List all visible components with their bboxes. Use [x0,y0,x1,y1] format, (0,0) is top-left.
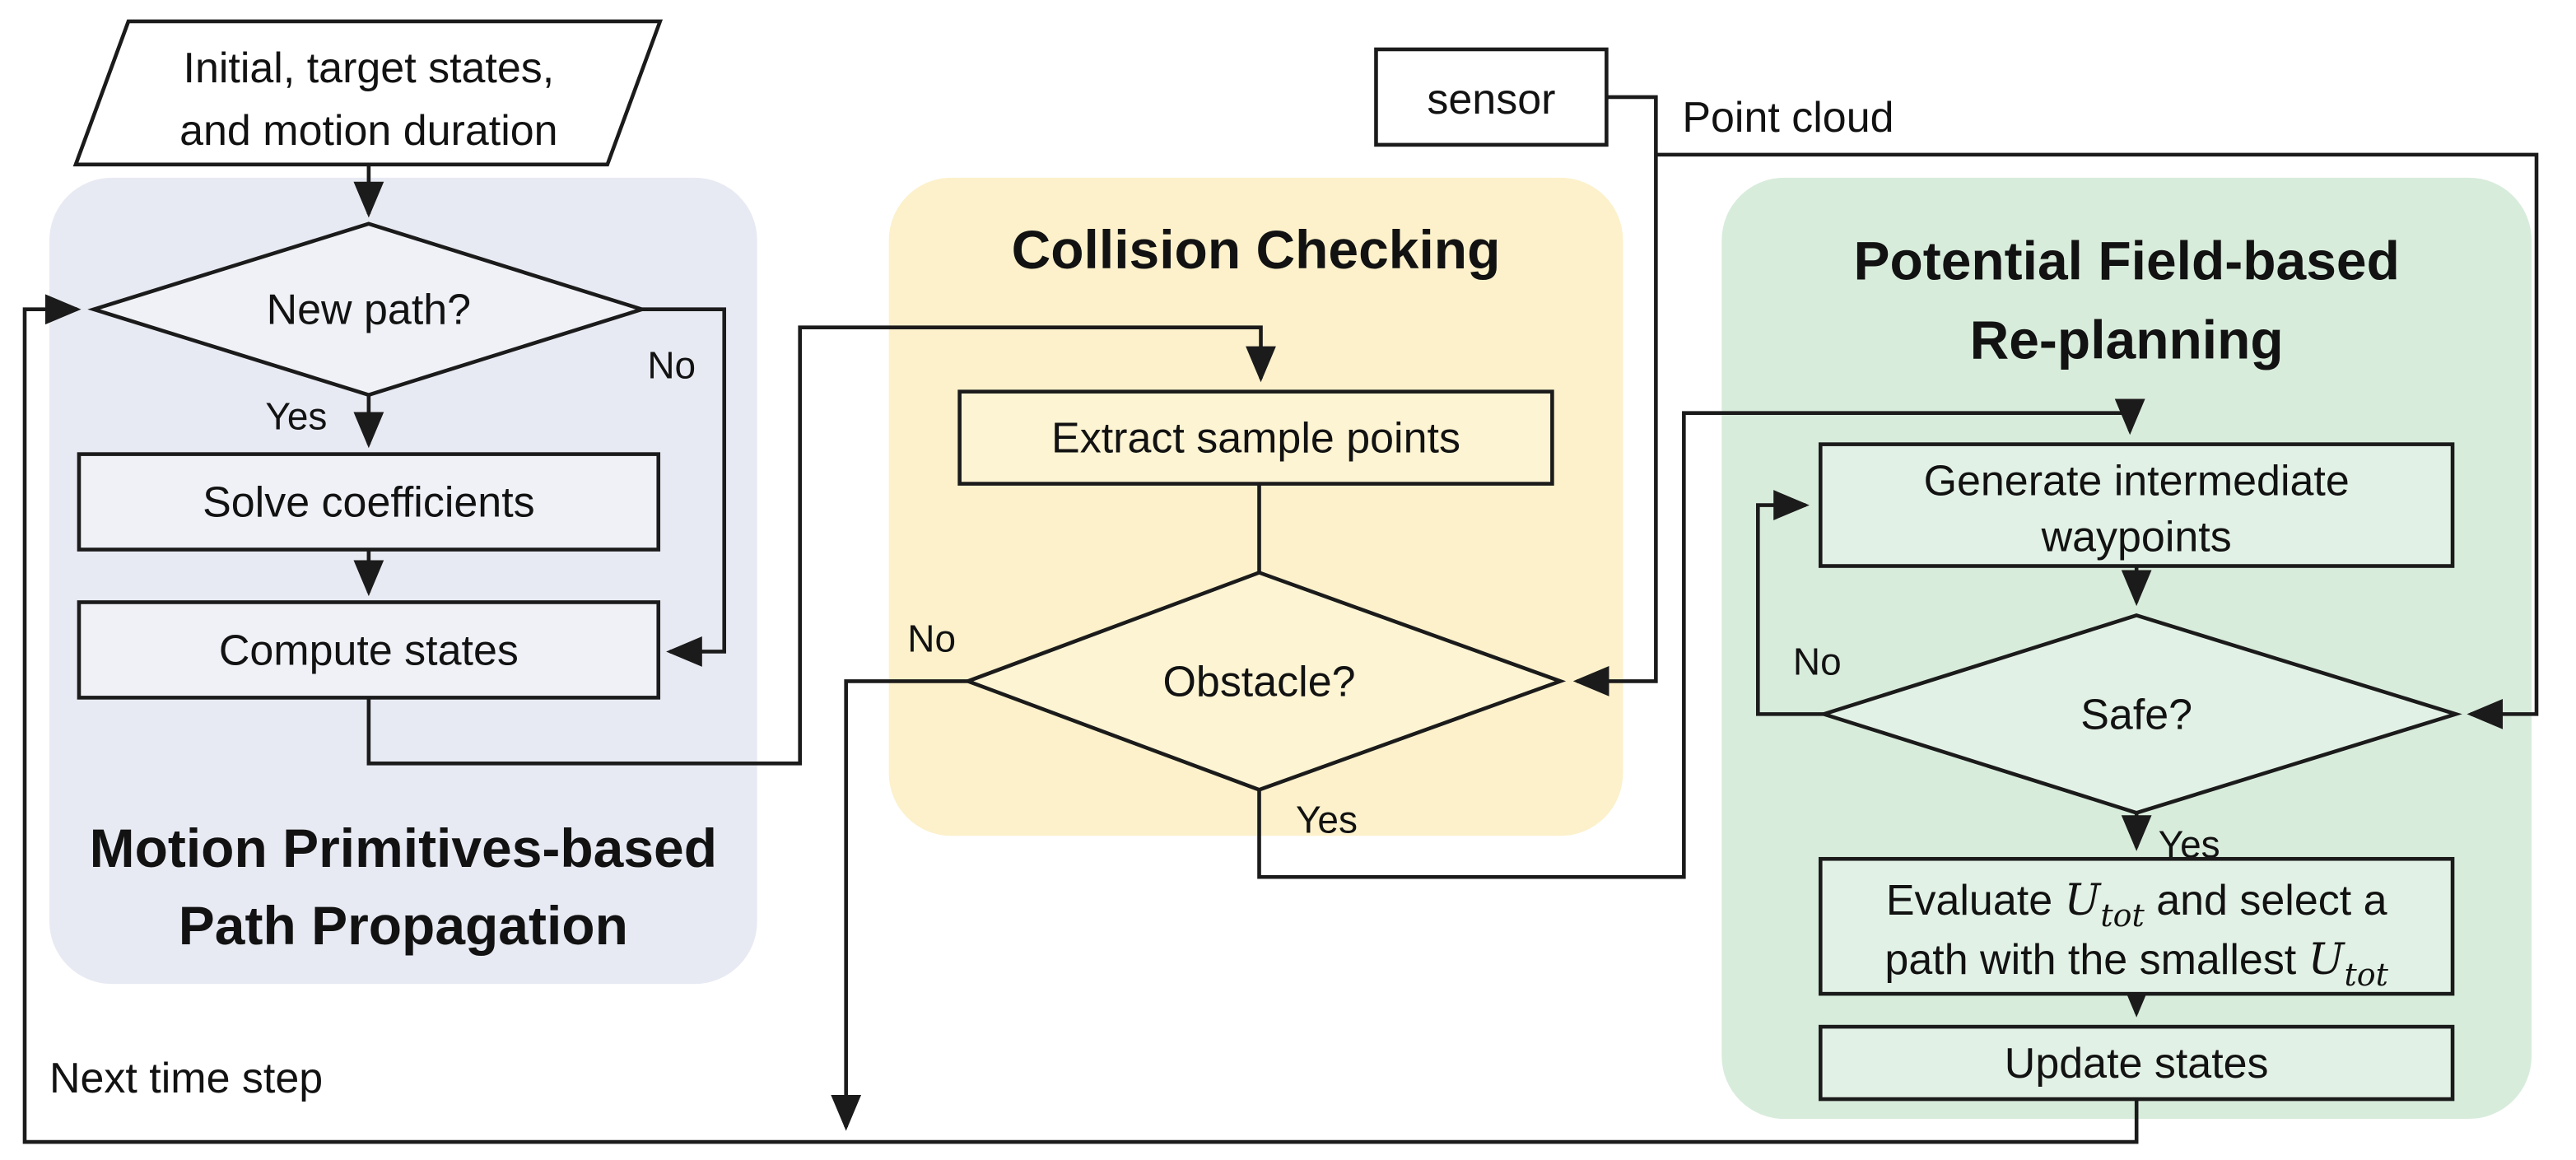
node-sensor [1374,47,1609,147]
obstacle-yes-label: Yes [1296,798,1358,841]
new-path-yes-label: Yes [265,395,327,438]
node-safe-decision [1817,613,2462,815]
extract-sample-points-label: Extract sample points [1051,415,1460,463]
potential-title-line1: Potential Field-based [1853,231,2399,291]
edge-update-feedback-to-newpath [22,294,2139,1144]
generate-waypoints-line1: Generate intermediate [1924,458,2350,505]
edge-obstacle-yes-to-generate [1257,398,2145,879]
obstacle-label: Obstacle? [1162,658,1355,706]
potential-title-line2: Re-planning [1970,310,2284,370]
node-input-parallelogram [72,19,664,167]
input-text-line2: and motion duration [179,107,557,155]
edge-safe-no-to-generate [1756,490,1824,716]
new-path-label: New path? [267,287,472,334]
node-extract-sample-points [957,389,1554,486]
node-solve-coefficients [77,452,661,552]
next-time-step-label: Next time step [49,1055,323,1102]
edge-sensor-to-obstacle [1572,95,1658,696]
input-text-line1: Initial, target states, [184,44,555,92]
solve-coefficients-label: Solve coefficients [203,479,535,527]
sensor-label: sensor [1427,76,1555,123]
edge-pointcloud-to-safe [1656,152,2539,729]
safe-label: Safe? [2080,691,2192,738]
safe-no-label: No [1793,640,1842,682]
edge-newpath-no-to-compute [641,307,727,667]
node-generate-waypoints [1818,442,2455,568]
new-path-no-label: No [647,344,696,387]
node-evaluate-utot [1818,856,2455,996]
node-update-states [1818,1024,2455,1102]
motion-title-line1: Motion Primitives-based [90,818,717,878]
panel-motion-primitives [49,177,757,985]
evaluate-line1: Evaluate Utot and select a [1886,876,2387,934]
update-states-label: Update states [2005,1040,2269,1088]
node-new-path-decision [87,221,649,398]
generate-waypoints-line2: waypoints [2041,514,2232,561]
edge-obstacle-no-to-feedback [831,679,968,1131]
node-compute-states [77,600,661,700]
point-cloud-label: Point cloud [1682,94,1894,142]
compute-states-label: Compute states [219,627,519,674]
motion-title-line2: Path Propagation [179,895,628,956]
edge-compute-to-extract [366,325,1276,766]
obstacle-no-label: No [907,617,956,659]
collision-title: Collision Checking [1012,219,1501,280]
evaluate-line2: path with the smallest Utot [1884,935,2388,993]
node-obstacle-decision [962,571,1567,792]
